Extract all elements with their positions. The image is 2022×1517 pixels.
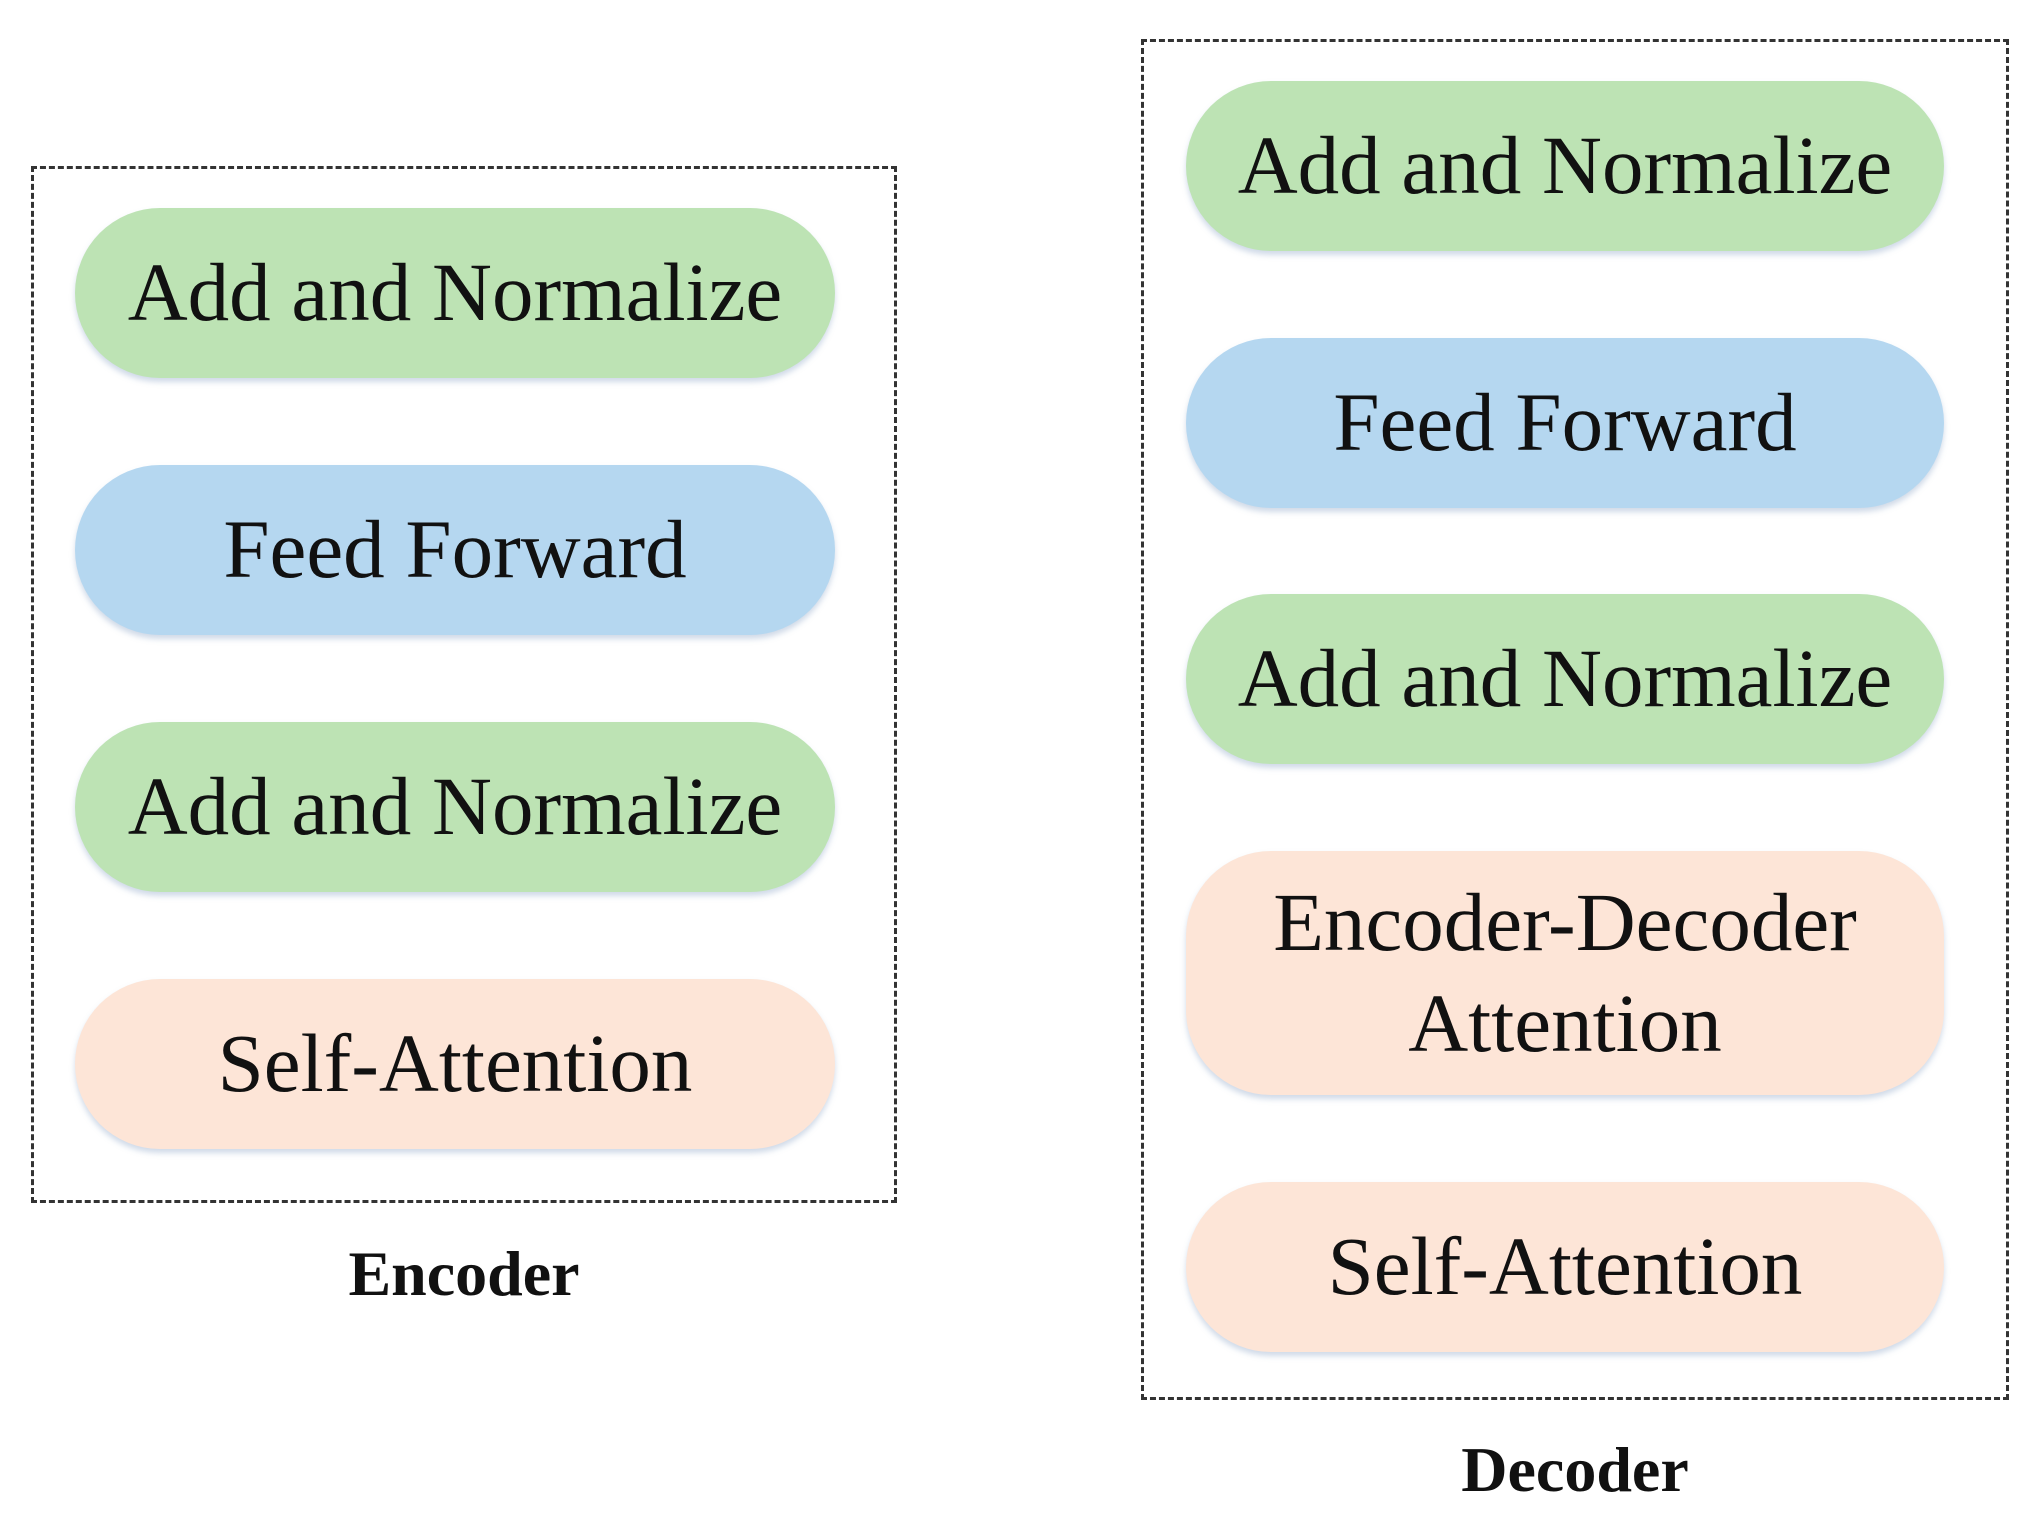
encoder-add-normalize-block-top: Add and Normalize: [75, 208, 835, 378]
block-label: Self-Attention: [1327, 1220, 1803, 1313]
block-label: Encoder-Decoder Attention: [1273, 875, 1857, 1069]
block-label: Add and Normalize: [1237, 119, 1893, 212]
encoder-self-attention-block: Self-Attention: [75, 979, 835, 1149]
encoder-add-normalize-block-bottom: Add and Normalize: [75, 722, 835, 892]
block-label: Feed Forward: [223, 503, 687, 596]
block-label: Self-Attention: [217, 1017, 693, 1110]
encoder-feed-forward-block: Feed Forward: [75, 465, 835, 635]
decoder-caption: Decoder: [1461, 1434, 1689, 1505]
decoder-add-normalize-block-middle: Add and Normalize: [1186, 594, 1944, 764]
block-label: Feed Forward: [1333, 376, 1797, 469]
encoder-frame: [31, 166, 897, 1203]
decoder-feed-forward-block: Feed Forward: [1186, 338, 1944, 508]
decoder-encoder-decoder-attention-block: Encoder-Decoder Attention: [1186, 851, 1944, 1095]
encoder-caption: Encoder: [348, 1238, 580, 1309]
block-label: Add and Normalize: [127, 760, 783, 853]
decoder-frame: [1141, 39, 2009, 1400]
block-label: Add and Normalize: [127, 246, 783, 339]
decoder-add-normalize-block-top: Add and Normalize: [1186, 81, 1944, 251]
decoder-self-attention-block: Self-Attention: [1186, 1182, 1944, 1352]
block-label: Add and Normalize: [1237, 632, 1893, 725]
